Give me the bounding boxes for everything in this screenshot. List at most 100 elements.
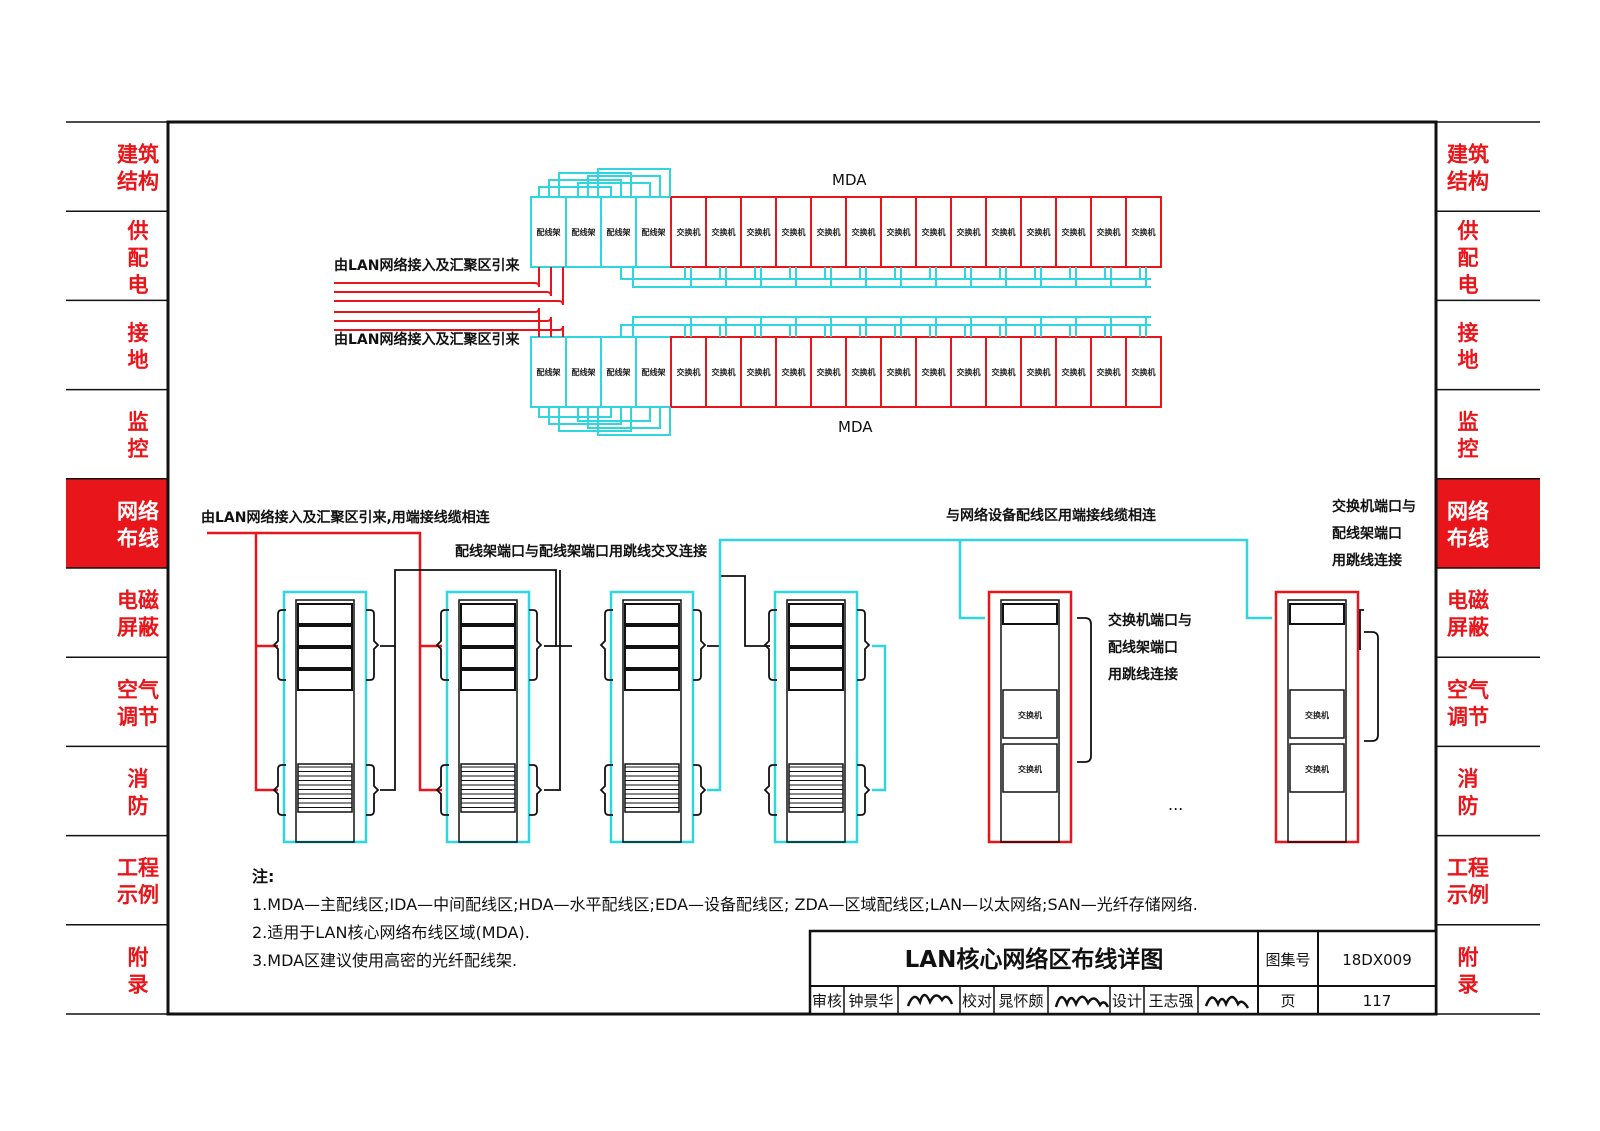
side-tab-left-9-text[interactable]: 录 bbox=[128, 972, 149, 996]
side-tab-left-0-text[interactable]: 建筑 bbox=[117, 143, 159, 167]
side-tab-right-9-text[interactable]: 录 bbox=[1458, 972, 1479, 996]
mda-patch-panel-label: 配线架 bbox=[537, 367, 561, 377]
side-tab-left-5-text[interactable]: 屏蔽 bbox=[117, 616, 160, 640]
side-tab-left-3-text[interactable]: 监 bbox=[128, 410, 149, 434]
cabinet-inner bbox=[295, 599, 355, 843]
cabinet-switch-label: 交换机 bbox=[1305, 710, 1329, 720]
side-tab-left-8-text[interactable]: 示例 bbox=[117, 883, 159, 907]
page-number: 117 bbox=[1363, 992, 1392, 1010]
side-tab-left-8-text[interactable]: 工程 bbox=[117, 856, 159, 880]
side-tab-right-5-text[interactable]: 电磁 bbox=[1447, 589, 1489, 613]
side-tab-right-4-text[interactable]: 布线 bbox=[1447, 526, 1489, 550]
side-tab-right-6-text[interactable]: 调节 bbox=[1447, 705, 1489, 729]
mda-switch-label: 交换机 bbox=[712, 367, 736, 377]
side-tab-right-0-text[interactable]: 建筑 bbox=[1447, 143, 1489, 167]
mda-switch-label: 交换机 bbox=[922, 367, 946, 377]
side-tab-right-7-text[interactable]: 消 bbox=[1458, 767, 1479, 791]
cabinet-patch-slot bbox=[1002, 603, 1058, 625]
design-label: 设计 bbox=[1112, 992, 1142, 1010]
cabinet-patch-slot bbox=[460, 647, 516, 669]
cabinet-patch-slot bbox=[788, 669, 844, 691]
side-tab-right-4-text[interactable]: 网络 bbox=[1447, 499, 1489, 523]
mda-switch-label: 交换机 bbox=[887, 367, 911, 377]
mda-switch bbox=[1125, 196, 1162, 268]
cross-connect-label: 配线架端口与配线架端口用跳线交叉连接 bbox=[455, 543, 707, 560]
cabinet-switch-label: 交换机 bbox=[1305, 764, 1329, 774]
side-tab-left-6-text[interactable]: 空气 bbox=[117, 678, 159, 702]
side-tab-left-5-text[interactable]: 电磁 bbox=[117, 589, 159, 613]
mda-switch-label: 交换机 bbox=[747, 367, 771, 377]
side-tab-left-3-text[interactable]: 控 bbox=[128, 437, 149, 461]
cabinet-patch-slot bbox=[788, 603, 844, 625]
side-tab-left-0-text[interactable]: 结构 bbox=[117, 170, 159, 194]
cabinet-patch-slot bbox=[460, 625, 516, 647]
lower-cabinet-diagram: 由LAN网络接入及汇聚区引来,用端接线缆相连 配线架端口与配线架端口用跳线交叉连… bbox=[201, 498, 1416, 844]
mda-switch-label: 交换机 bbox=[1027, 227, 1051, 237]
side-tab-right-3-text[interactable]: 监 bbox=[1458, 410, 1479, 434]
mda-switch-label: 交换机 bbox=[1132, 227, 1156, 237]
side-tab-left-4-text[interactable]: 布线 bbox=[117, 526, 159, 550]
cabinet-inner bbox=[622, 599, 682, 843]
mda-patch-panel-label: 配线架 bbox=[607, 367, 631, 377]
reviewer-signature bbox=[906, 993, 954, 1007]
switch-conn-label-line2: 配线架端口 bbox=[1108, 639, 1178, 656]
side-tab-right-0-text[interactable]: 结构 bbox=[1447, 170, 1489, 194]
more-cabinets-ellipsis: ... bbox=[1168, 795, 1183, 814]
side-tab-right-2-text[interactable]: 地 bbox=[1458, 348, 1479, 372]
side-tab-left-2-text[interactable]: 接 bbox=[128, 321, 149, 345]
mda-patch-panel-label: 配线架 bbox=[572, 367, 596, 377]
side-tab-left-6-text[interactable]: 调节 bbox=[117, 705, 159, 729]
side-tab-right-8-text[interactable]: 工程 bbox=[1447, 856, 1489, 880]
mda-bottom-rack-row: 配线架配线架配线架配线架交换机交换机交换机交换机交换机交换机交换机交换机交换机交… bbox=[334, 307, 1162, 436]
atlas-label: 图集号 bbox=[1265, 951, 1310, 969]
side-tab-right-8-text[interactable]: 示例 bbox=[1447, 883, 1489, 907]
side-tab-right-3-text[interactable]: 控 bbox=[1458, 437, 1479, 461]
side-tab-left-1-text[interactable]: 供 bbox=[127, 219, 149, 243]
side-tab-left-2-text[interactable]: 地 bbox=[128, 348, 149, 372]
mda-switch-label: 交换机 bbox=[922, 227, 946, 237]
side-tab-left-7-text[interactable]: 防 bbox=[128, 794, 149, 818]
cabinet-patch-slot bbox=[297, 625, 353, 647]
mda-switch-label: 交换机 bbox=[852, 227, 876, 237]
mda-patch-panel-label: 配线架 bbox=[572, 227, 596, 237]
side-tab-right-9-text[interactable]: 附 bbox=[1458, 945, 1479, 969]
switch-conn-label-line3: 用跳线连接 bbox=[1108, 666, 1178, 683]
mda-switch-label: 交换机 bbox=[782, 227, 806, 237]
cabinet-switch bbox=[1002, 689, 1058, 739]
mda-top-incoming-label: 由LAN网络接入及汇聚区引来 bbox=[334, 257, 520, 274]
cabinet-inner bbox=[1000, 599, 1060, 843]
cabinet-patch-slot bbox=[624, 625, 680, 647]
atlas-number: 18DX009 bbox=[1342, 951, 1412, 969]
mda-top-rack-row: 配线架配线架配线架配线架交换机交换机交换机交换机交换机交换机交换机交换机交换机交… bbox=[334, 168, 1162, 306]
side-tab-left-9-text[interactable]: 附 bbox=[128, 945, 149, 969]
side-tab-right-6-text[interactable]: 空气 bbox=[1447, 678, 1489, 702]
designer-signature bbox=[1204, 995, 1250, 1009]
cabinet-patch-slot bbox=[297, 603, 353, 625]
mda-switch-label: 交换机 bbox=[887, 227, 911, 237]
mda-switch-label: 交换机 bbox=[817, 367, 841, 377]
designer-name: 王志强 bbox=[1148, 992, 1193, 1010]
notes-line-3: 3.MDA区建议使用高密的光纤配线架. bbox=[252, 951, 517, 970]
mda-switch-label: 交换机 bbox=[677, 227, 701, 237]
side-tab-right-1-text[interactable]: 配 bbox=[1458, 246, 1479, 270]
side-tab-left-4-text[interactable]: 网络 bbox=[117, 499, 159, 523]
side-tab-right-2-text[interactable]: 接 bbox=[1458, 321, 1479, 345]
side-tab-right-5-text[interactable]: 屏蔽 bbox=[1447, 616, 1490, 640]
side-tab-left-1-text[interactable]: 配 bbox=[128, 246, 149, 270]
review-label: 审核 bbox=[812, 992, 842, 1010]
mda-switch-label: 交换机 bbox=[957, 227, 981, 237]
cabinet-switch bbox=[1289, 743, 1345, 793]
cabinet-patch-slot bbox=[297, 647, 353, 669]
cabinet-inner bbox=[786, 599, 846, 843]
side-tab-right-1-text[interactable]: 供 bbox=[1457, 219, 1479, 243]
checker-name: 晁怀颇 bbox=[998, 992, 1043, 1010]
side-tab-left-1-text[interactable]: 电 bbox=[128, 273, 149, 297]
checker-signature bbox=[1054, 995, 1110, 1008]
mda-switch-label: 交换机 bbox=[1132, 367, 1156, 377]
side-tab-right-7-text[interactable]: 防 bbox=[1458, 794, 1479, 818]
side-tab-left-7-text[interactable]: 消 bbox=[128, 767, 149, 791]
notes-block: 注: 1.MDA—主配线区;IDA—中间配线区;HDA—水平配线区;EDA—设备… bbox=[252, 867, 1198, 970]
side-tab-right-1-text[interactable]: 电 bbox=[1458, 273, 1479, 297]
